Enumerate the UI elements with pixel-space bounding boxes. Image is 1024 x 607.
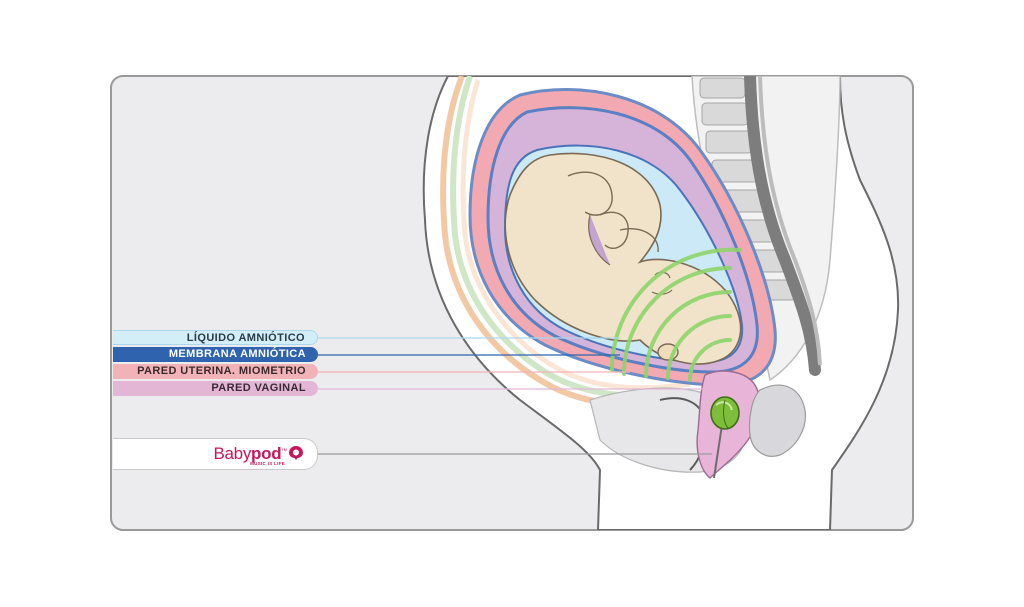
babypod-brand-label: Babypod™ MUSIC IS LIFE	[113, 438, 318, 470]
rectum	[748, 384, 807, 457]
label-liquido-amniotico: LÍQUIDO AMNIÓTICO	[113, 330, 318, 345]
babypod-device-icon	[710, 396, 740, 479]
fetus	[504, 152, 742, 365]
babypod-logo-icon	[289, 446, 303, 460]
brand-trademark: ™	[281, 448, 287, 455]
brand-tagline: MUSIC IS LIFE	[250, 461, 285, 466]
spinal-canal	[744, 76, 821, 376]
label-membrana-amniotica: MEMBRANA AMNIÓTICA	[113, 347, 318, 362]
sound-waves-icon	[609, 247, 742, 382]
label-pared-vaginal: PARED VAGINAL	[113, 381, 318, 396]
label-pared-uterina: PARED UTERINA. MIOMETRIO	[113, 364, 318, 379]
brand-name-bold: pod	[251, 444, 282, 463]
brand-name-light: Baby	[213, 444, 252, 463]
brand-name: Babypod™	[213, 444, 287, 464]
leader-lines	[318, 337, 720, 455]
